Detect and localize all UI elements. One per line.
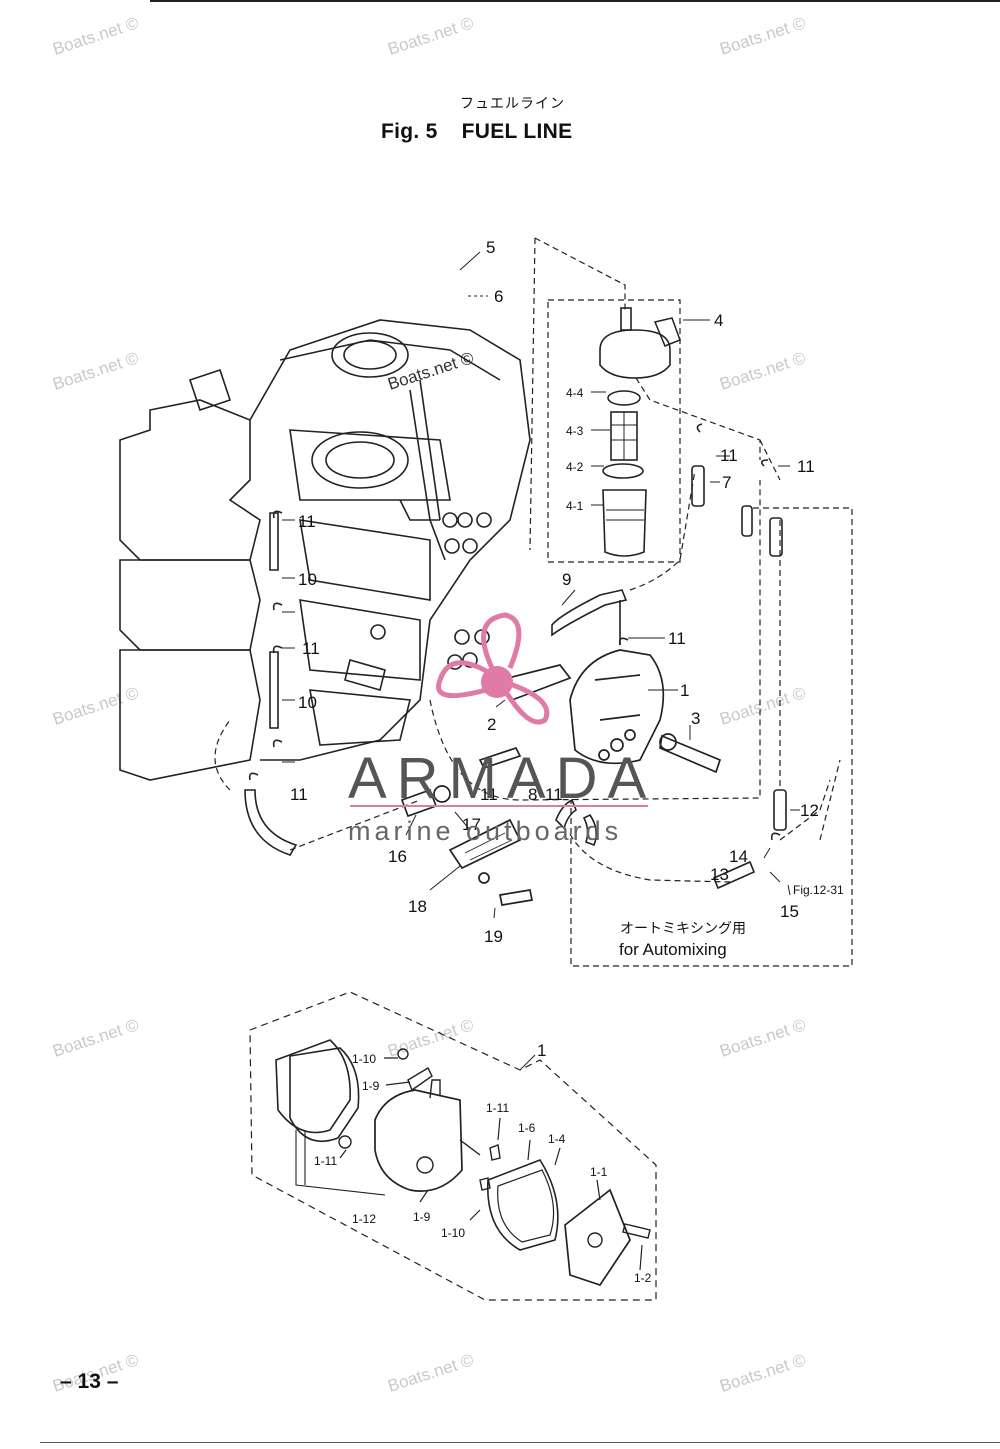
automix-box [214,377,853,967]
callout-label: 4-1 [566,499,584,513]
callout-label: 1-11 [486,1101,509,1115]
watermark-text: Boats.net © [717,13,808,59]
callout-label: 4-3 [566,424,584,438]
callout-label: 1-9 [362,1079,380,1093]
pump-exploded-box [249,991,657,1301]
callout-label: 1-6 [518,1121,536,1135]
engine-block-drawing [119,319,531,781]
armada-logo: ARMADA marine outboards [348,612,656,846]
callout-label: 1-12 [352,1212,376,1226]
watermark-text: Boats.net © [385,1350,476,1396]
figure-reference: Fig.12-31 [793,883,844,897]
watermark-text: Boats.net © [717,348,808,394]
callout-label: 8 [528,785,537,804]
automix-note-japanese: オートミキシング用 [620,920,746,936]
callout-label: 10 [298,570,317,589]
callout-label: 13 [710,865,729,884]
watermark-text-dark: Boats.net © [385,348,476,394]
watermark-text: Boats.net © [717,683,808,729]
callout-label: 1-2 [634,1271,652,1285]
propeller-hub-icon [481,666,513,698]
callout-label: 1 [680,681,689,700]
callout-label: 11 [797,457,815,476]
callout-label: 4-2 [566,460,584,474]
callout-label: 18 [408,897,427,916]
page-number: – 13 – [60,1370,119,1393]
callout-label: 6 [494,287,503,306]
watermark-text: Boats.net © [717,1350,808,1396]
watermark-text: Boats.net © [50,1015,141,1061]
callout-label: 1-4 [548,1132,566,1146]
top-rule [150,0,1000,2]
callout-label: 1-10 [352,1052,376,1066]
callout-label: 1-9 [413,1210,431,1224]
callout-label: 11 [668,629,686,648]
armada-brand-text: ARMADA [348,746,656,811]
figure-name: FUEL LINE [461,120,573,143]
callout-label: 7 [722,473,731,492]
callout-label: 4-4 [566,386,584,400]
callout-label: 3 [691,709,700,728]
callout-label: 11 [290,785,308,804]
callout-label: 19 [484,927,503,946]
propeller-logo-icon [436,612,550,725]
callout-label: 11 [302,639,320,658]
watermark-text: Boats.net © [385,13,476,59]
callout-label: 11 [545,785,563,804]
leader-lines-upper [282,251,800,919]
bottom-rule [40,1442,1000,1443]
callout-label: 4 [714,311,723,330]
watermark-text: Boats.net © [717,1015,808,1061]
fuel-filter-group [529,237,681,563]
watermark-text: Boats.net © [50,683,141,729]
armada-brand-subtitle: marine outboards [348,816,622,846]
watermark-text: Boats.net © [50,13,141,59]
callout-label: 16 [388,847,407,866]
callout-label: 1-1 [590,1165,608,1179]
watermark-text: Boats.net © [385,1015,476,1061]
callout-label: 9 [562,570,571,589]
callout-label: 11 [298,512,316,531]
callout-label: 14 [729,847,748,866]
callout-label: 1-10 [441,1226,465,1240]
callout-labels-upper: 5 6 4 4-4 4-3 4-2 4-1 11 7 11 11 10 11 1… [290,238,819,946]
figure-title: Fig. 5 FUEL LINE [381,120,572,144]
automix-note: for Automixing [619,940,727,959]
callout-label: 11 [480,785,498,804]
callout-label: 17 [462,815,481,834]
watermark-text: Boats.net © [50,348,141,394]
callout-label: 12 [800,801,819,820]
callout-label: 10 [298,693,317,712]
callout-label: 15 [780,902,799,921]
callout-label: 2 [487,715,496,734]
callout-label: 1 [537,1041,546,1060]
callout-label: 11 [720,446,738,465]
callout-label: 1-11 [314,1154,337,1168]
fuel-pump-drawing [400,649,722,906]
callout-labels-lower: 1 1-10 1-9 1-11 1-6 1-4 1-11 1-1 1-12 1-… [314,1041,652,1285]
watermark-layer: Boats.net © Boats.net © Boats.net © Boat… [50,13,808,1396]
callout-label: 5 [486,238,495,257]
figure-title-japanese: フュエルライン [460,95,565,111]
figure-number: Fig. 5 [381,120,438,143]
